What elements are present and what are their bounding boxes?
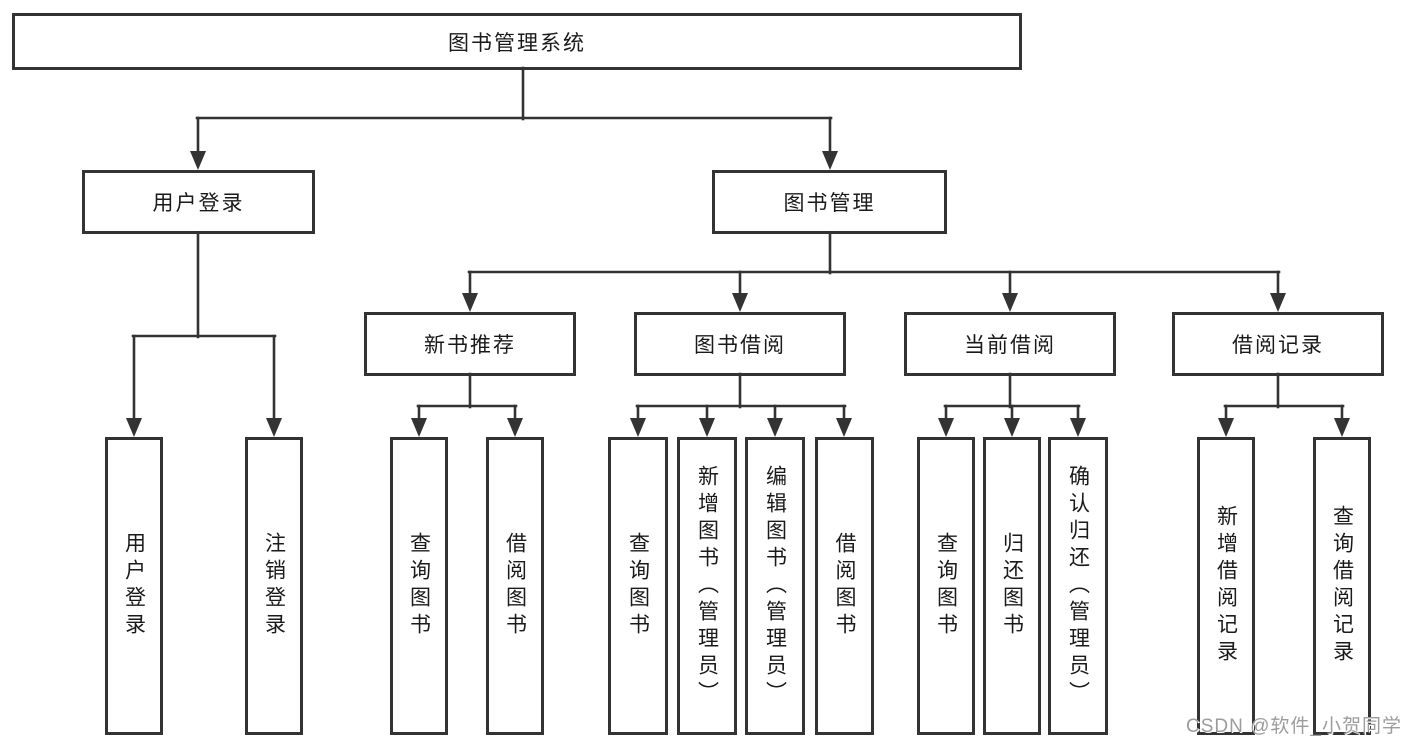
- leaf-edit-books-admin: 编辑图书（管理员）: [745, 437, 805, 735]
- leaf-query-books-recommend: 查询图书: [390, 437, 448, 735]
- node-current-borrowing: 当前借阅: [904, 312, 1116, 376]
- arrowhead-icon: [411, 418, 427, 437]
- leaf-logout-label: 注销登录: [262, 532, 286, 640]
- leaf-borrow-books: 借阅图书: [815, 437, 874, 735]
- watermark: CSDN @软件_小贺同学: [1186, 716, 1402, 737]
- leaf-user-login: 用户登录: [105, 437, 163, 735]
- arrowhead-icon: [732, 293, 748, 312]
- arrowhead-icon: [462, 293, 478, 312]
- arrowhead-icon: [1334, 418, 1350, 437]
- leaf-return-books: 归还图书: [983, 437, 1041, 735]
- node-user-login-module: 用户登录: [82, 170, 315, 234]
- node-book-management-label: 图书管理: [783, 192, 876, 215]
- arrowhead-icon: [836, 418, 852, 437]
- leaf-query-books-current-label: 查询图书: [934, 532, 958, 640]
- arrowhead-icon: [938, 418, 954, 437]
- leaf-add-books-admin: 新增图书（管理员）: [677, 437, 737, 735]
- leaf-borrow-books-label: 借阅图书: [833, 532, 856, 640]
- arrowhead-icon: [1070, 418, 1086, 437]
- node-root-label: 图书管理系统: [448, 31, 586, 55]
- arrowhead-icon: [1270, 293, 1286, 312]
- arrowhead-icon: [1218, 418, 1234, 437]
- node-user-login-label: 用户登录: [152, 192, 245, 215]
- arrowhead-icon: [1002, 293, 1018, 312]
- arrowhead-icon: [126, 418, 142, 437]
- leaf-query-books-current: 查询图书: [917, 437, 975, 735]
- leaf-query-borrow-record: 查询借阅记录: [1313, 437, 1371, 735]
- node-new-book-recommend: 新书推荐: [364, 312, 576, 376]
- arrowhead-icon: [266, 418, 282, 437]
- leaf-borrow-books-recommend: 借阅图书: [486, 437, 544, 735]
- arrowhead-icon: [767, 418, 783, 437]
- leaf-return-books-label: 归还图书: [1000, 532, 1024, 640]
- leaf-query-books-recommend-label: 查询图书: [407, 532, 431, 640]
- node-new-book-recommend-label: 新书推荐: [424, 334, 516, 357]
- node-borrowing-records-label: 借阅记录: [1232, 334, 1324, 357]
- leaf-query-books-borrowing: 查询图书: [608, 437, 668, 735]
- arrowhead-icon: [507, 418, 523, 437]
- leaf-confirm-return-admin-label: 确认归还（管理员）: [1066, 464, 1090, 708]
- node-book-borrowing: 图书借阅: [634, 312, 846, 376]
- leaf-edit-books-admin-label: 编辑图书（管理员）: [763, 464, 787, 708]
- leaf-query-books-borrowing-label: 查询图书: [626, 532, 650, 640]
- leaf-user-login-label: 用户登录: [122, 532, 146, 640]
- arrowhead-icon: [190, 151, 206, 170]
- arrowhead-icon: [1004, 418, 1020, 437]
- node-borrowing-records: 借阅记录: [1172, 312, 1384, 376]
- node-book-management-module: 图书管理: [712, 170, 947, 234]
- node-current-borrowing-label: 当前借阅: [964, 334, 1056, 357]
- node-root-system: 图书管理系统: [12, 13, 1022, 70]
- leaf-borrow-books-recommend-label: 借阅图书: [503, 532, 527, 640]
- arrowhead-icon: [630, 418, 646, 437]
- leaf-add-books-admin-label: 新增图书（管理员）: [695, 464, 719, 708]
- leaf-confirm-return-admin: 确认归还（管理员）: [1048, 437, 1108, 735]
- leaf-logout: 注销登录: [245, 437, 303, 735]
- leaf-query-borrow-record-label: 查询借阅记录: [1330, 505, 1354, 667]
- arrowhead-icon: [822, 151, 838, 170]
- leaf-add-borrow-record-label: 新增借阅记录: [1214, 505, 1238, 667]
- leaf-add-borrow-record: 新增借阅记录: [1197, 437, 1255, 735]
- arrowhead-icon: [699, 418, 715, 437]
- node-book-borrowing-label: 图书借阅: [694, 334, 786, 357]
